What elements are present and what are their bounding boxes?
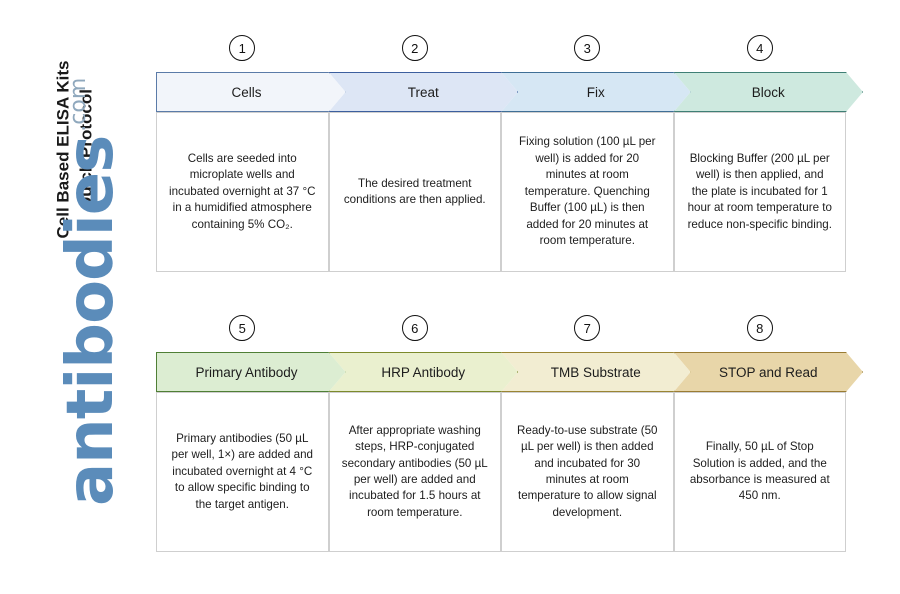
process-flow-row-1: 1 2 3 4 Cells Treat Fix Block Cells are seeded… — [156, 32, 846, 272]
step-number-5: 5 — [238, 320, 246, 336]
step-number-strip-1: 1 2 3 4 — [156, 32, 846, 72]
step-label-3: Fix — [586, 84, 605, 100]
step-description-text-2: The desired treatment conditions are the… — [343, 176, 486, 206]
step-chevron-8[interactable]: STOP and Read — [674, 352, 864, 392]
step-description-cell-7: Ready-to-use substrate (50 µL per well) … — [501, 392, 674, 552]
step-chevron-4[interactable]: Block — [674, 72, 864, 112]
chevron-band-2: Primary Antibody HRP Antibody TMB Substrat… — [156, 352, 846, 392]
description-band-2: Primary antibodies (50 µL per well, 1×) … — [156, 392, 846, 552]
step-number-circle-5: 5 — [229, 315, 256, 341]
step-number-8: 8 — [756, 320, 764, 336]
brand-logo-domain: .com — [66, 77, 91, 132]
step-label-7: TMB Substrate — [550, 364, 641, 380]
step-label-5: Primary Antibody — [195, 364, 298, 380]
step-number-circle-2: 2 — [401, 35, 428, 61]
step-number-circle-7: 7 — [574, 315, 601, 341]
step-number-7: 7 — [583, 320, 591, 336]
step-description-text-8: Finally, 50 µL of Stop Solution is added… — [689, 440, 830, 503]
step-description-cell-1: Cells are seeded into microplate wells a… — [156, 112, 329, 272]
step-label-8: STOP and Read — [718, 364, 818, 380]
step-description-cell-6: After appropriate washing steps, HRP-con… — [328, 392, 501, 552]
step-label-1: Cells — [231, 84, 262, 100]
description-band-1: Cells are seeded into microplate wells a… — [156, 112, 846, 272]
step-description-cell-3: Fixing solution (100 µL per well) is add… — [501, 112, 674, 272]
step-number-4: 4 — [756, 40, 764, 56]
step-chevron-5[interactable]: Primary Antibody — [156, 352, 346, 392]
step-label-4: Block — [751, 84, 785, 100]
step-number-strip-2: 5 6 7 8 — [156, 312, 846, 352]
step-number-circle-8: 8 — [746, 315, 773, 341]
process-flow-row-2: 5 6 7 8 Primary Antibody HRP Antibody TMB Sub… — [156, 312, 846, 552]
step-number-2: 2 — [411, 40, 419, 56]
step-chevron-1[interactable]: Cells — [156, 72, 346, 112]
step-description-text-1: Cells are seeded into microplate wells a… — [169, 151, 316, 231]
brand-logo-word: antibodies — [54, 135, 129, 506]
step-number-3: 3 — [583, 40, 591, 56]
chevron-band-1: Cells Treat Fix Block — [156, 72, 846, 112]
step-description-cell-8: Finally, 50 µL of Stop Solution is added… — [673, 392, 846, 552]
step-number-circle-4: 4 — [746, 35, 773, 61]
step-label-6: HRP Antibody — [381, 364, 466, 380]
step-chevron-2[interactable]: Treat — [329, 72, 519, 112]
step-description-cell-4: Blocking Buffer (200 µL per well) is the… — [673, 112, 846, 272]
step-description-cell-5: Primary antibodies (50 µL per well, 1×) … — [156, 392, 329, 552]
step-number-circle-3: 3 — [574, 35, 601, 61]
step-chevron-7[interactable]: TMB Substrate — [501, 352, 691, 392]
step-description-text-4: Blocking Buffer (200 µL per well) is the… — [687, 151, 832, 231]
step-description-text-5: Primary antibodies (50 µL per well, 1×) … — [171, 431, 313, 511]
step-chevron-6[interactable]: HRP Antibody — [329, 352, 519, 392]
step-number-1: 1 — [238, 40, 246, 56]
step-number-circle-6: 6 — [401, 315, 428, 341]
step-label-2: Treat — [407, 84, 439, 100]
step-chevron-3[interactable]: Fix — [501, 72, 691, 112]
step-number-circle-1: 1 — [229, 35, 256, 61]
brand-logo: antibodies .com — [0, 78, 128, 510]
step-description-text-3: Fixing solution (100 µL per well) is add… — [519, 135, 656, 248]
step-description-cell-2: The desired treatment conditions are the… — [328, 112, 501, 272]
step-description-text-6: After appropriate washing steps, HRP-con… — [341, 423, 488, 519]
step-number-6: 6 — [411, 320, 419, 336]
step-description-text-7: Ready-to-use substrate (50 µL per well) … — [517, 423, 658, 519]
